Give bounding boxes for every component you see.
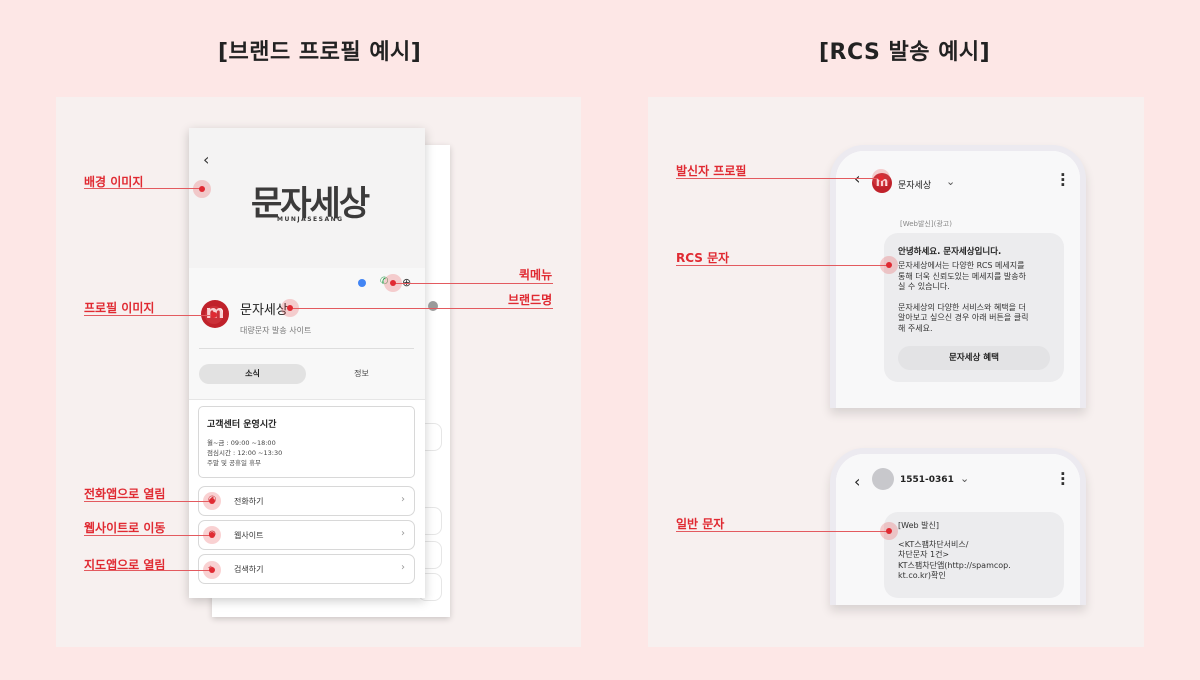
annotation-dot	[880, 256, 898, 274]
annotation-normal-message: 일반 문자	[676, 517, 725, 531]
call-label: 전화하기	[234, 497, 264, 506]
globe-icon[interactable]: ⊕	[402, 276, 411, 289]
website-label: 웹사이트	[234, 531, 264, 540]
sms-screen: ‹ 1551-0361 ⌄ ··· [Web 발신] <KT스팸차단서비스/ 차…	[836, 454, 1080, 605]
search-map-button[interactable]: ⌖ 검색하기 ›	[198, 554, 415, 584]
sender-number: 1551-0361	[900, 475, 954, 485]
sender-name: 문자세상	[898, 181, 932, 191]
message-line: kt.co.kr)확인	[898, 571, 946, 580]
annotation-dot	[872, 169, 890, 187]
brand-desc: 대량문자 발송 사이트	[240, 326, 312, 335]
annotation-line	[84, 570, 212, 571]
rcs-phone: ‹ m 문자세상 ⌄ ··· [Web발신](광고) 안녕하세요. 문자세상입니…	[830, 145, 1086, 408]
chevron-right-icon: ›	[401, 562, 405, 573]
message-line: 문자세상에서는 다양한 RCS 메세지를	[898, 261, 1025, 270]
annotation-dot	[203, 526, 221, 544]
chevron-right-icon: ›	[401, 494, 405, 505]
message-line: KT스팸차단앱(http://spamcop.	[898, 560, 1011, 570]
brand-logo: 문자세상	[251, 184, 370, 224]
left-section-title: [브랜드 프로필 예시]	[218, 40, 422, 65]
annotation-line	[84, 535, 212, 536]
message-line: 해 주세요.	[898, 323, 933, 333]
tab-news[interactable]: 소식	[199, 364, 306, 384]
annotation-line	[84, 315, 214, 316]
sms-message-bubble: [Web 발신] <KT스팸차단서비스/ 차단문자 1건> KT스팸차단앱(ht…	[884, 512, 1064, 598]
annotation-background: 배경 이미지	[84, 175, 144, 189]
hours-line: 주말 및 공휴일 휴무	[207, 459, 262, 467]
benefit-button[interactable]: 문자세상 혜택	[898, 346, 1050, 370]
spacer	[898, 293, 1050, 303]
annotation-sender-profile: 발신자 프로필	[676, 164, 747, 178]
annotation-dot	[281, 299, 299, 317]
more-icon[interactable]: ···	[1060, 465, 1066, 493]
back-icon[interactable]: ‹	[854, 472, 861, 491]
more-icon[interactable]: ···	[1060, 166, 1066, 194]
brand-name: 문자세상	[240, 303, 288, 318]
annotation-dot	[880, 522, 898, 540]
annotation-website: 웹사이트로 이동	[84, 521, 166, 535]
message-line: 차단문자 1건>	[898, 550, 950, 559]
message-title: 안녕하세요. 문자세상입니다.	[898, 247, 1002, 257]
hours-line: 월~금 : 09:00 ~18:00	[207, 439, 276, 447]
annotation-call: 전화앱으로 열림	[84, 487, 166, 501]
hours-title: 고객센터 운영시간	[207, 420, 277, 430]
back-icon[interactable]: ‹	[203, 150, 210, 169]
avatar	[872, 468, 894, 490]
message-line: 실 수 있습니다.	[898, 282, 950, 291]
annotation-dot	[384, 274, 402, 292]
divider	[189, 399, 425, 400]
annotation-line	[84, 501, 212, 502]
annotation-quick-menu: 퀵메뉴	[519, 268, 553, 282]
hours-card: 고객센터 운영시간 월~금 : 09:00 ~18:00 점심시간 : 12:0…	[198, 406, 415, 478]
annotation-dot	[203, 561, 221, 579]
message-line: <KT스팸차단서비스/	[898, 539, 969, 549]
annotation-line	[676, 178, 881, 179]
message-line: [Web 발신]	[898, 521, 939, 530]
message-line: 문자세상의 다양한 서비스와 혜택을 더	[898, 302, 1026, 312]
divider	[199, 348, 414, 349]
annotation-dot	[193, 180, 211, 198]
message-line	[898, 532, 1050, 540]
rcs-screen: ‹ m 문자세상 ⌄ ··· [Web발신](광고) 안녕하세요. 문자세상입니…	[836, 151, 1080, 408]
phone-icon[interactable]: ✆	[380, 276, 389, 287]
ad-tag: [Web발신](광고)	[900, 220, 952, 228]
annotation-line	[676, 265, 889, 266]
annotation-dot	[203, 492, 221, 510]
hours-line: 점심시간 : 12:00 ~13:30	[207, 449, 283, 457]
annotation-map: 지도앱으로 열림	[84, 558, 166, 572]
brand-logo-subtext: MUNJASESANG	[277, 216, 344, 223]
annotation-line	[84, 188, 202, 189]
background-image	[189, 128, 425, 268]
chevron-right-icon: ›	[401, 528, 405, 539]
rcs-message-bubble: 안녕하세요. 문자세상입니다. 문자세상에서는 다양한 RCS 메세지를 통해 …	[884, 233, 1064, 382]
brand-profile-phone: ‹ 문자세상 MUNJASESANG ✆ ⊕ m 문자세상 대량문자 발송 사이…	[189, 128, 425, 598]
call-button[interactable]: ✆ 전화하기 ›	[198, 486, 415, 516]
scroll-indicator	[428, 301, 438, 311]
chevron-down-icon[interactable]: ⌄	[960, 472, 970, 485]
search-label: 검색하기	[234, 565, 264, 574]
website-button[interactable]: ⊕ 웹사이트 ›	[198, 520, 415, 550]
annotation-brand-name: 브랜드명	[508, 293, 553, 307]
annotation-line	[676, 531, 889, 532]
annotation-rcs-message: RCS 문자	[676, 251, 730, 265]
annotation-dot	[205, 306, 223, 324]
annotation-profile-image: 프로필 이미지	[84, 301, 155, 315]
right-section-title: [RCS 발송 예시]	[819, 40, 991, 65]
sms-phone: ‹ 1551-0361 ⌄ ··· [Web 발신] <KT스팸차단서비스/ 차…	[830, 448, 1086, 605]
tab-info[interactable]: 정보	[354, 369, 369, 378]
chat-icon[interactable]	[358, 279, 366, 287]
annotation-line	[290, 308, 553, 309]
chevron-down-icon[interactable]: ⌄	[946, 175, 956, 188]
message-line: 통해 더욱 신뢰도있는 메세지를 발송하	[898, 271, 1026, 281]
message-line: 알아보고 싶으신 경우 아래 버튼을 클릭	[898, 313, 1029, 322]
annotation-line	[392, 283, 553, 284]
